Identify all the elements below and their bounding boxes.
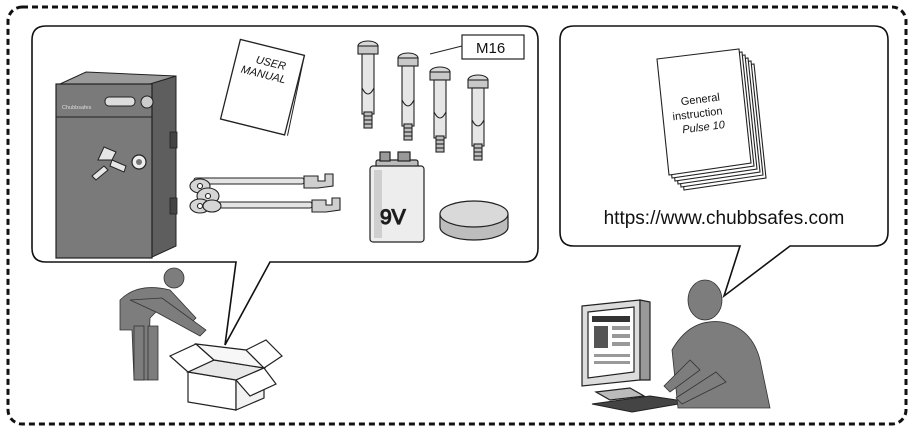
safe-illustration: Chubbsafes: [55, 71, 178, 259]
anchor-bolt-1: [357, 40, 379, 129]
bolt-callout-label: M16: [476, 40, 505, 57]
instruction-booklet-illustration: General instruction Pulse 10: [656, 48, 767, 191]
outer-dashed-border: [6, 5, 908, 426]
person-at-computer-figure: [663, 279, 771, 409]
battery-illustration: 9V: [369, 151, 425, 243]
computer-monitor: [581, 299, 651, 401]
person-unboxing-figure: [119, 267, 207, 381]
anchor-bolts-illustration: [357, 40, 489, 161]
bolt-callout-box: [461, 34, 525, 60]
safe-brand-label: Chubbsafes: [62, 105, 92, 111]
anchor-bolt-4: [467, 74, 489, 161]
booklet-line-1: General: [680, 92, 720, 109]
booklet-line-3: Pulse 10: [682, 119, 727, 136]
battery-label: 9V: [380, 206, 406, 229]
website-url: https://www.chubbsafes.com: [604, 208, 845, 229]
keys-illustration: [189, 173, 341, 214]
user-manual-illustration: USER MANUAL: [219, 38, 306, 136]
anchor-bolt-3: [429, 66, 451, 153]
rubber-pad-illustration: [439, 200, 509, 241]
anchor-bolt-2: [397, 52, 419, 141]
bolt-callout-line: [429, 45, 463, 55]
cardboard-box: [168, 339, 283, 411]
